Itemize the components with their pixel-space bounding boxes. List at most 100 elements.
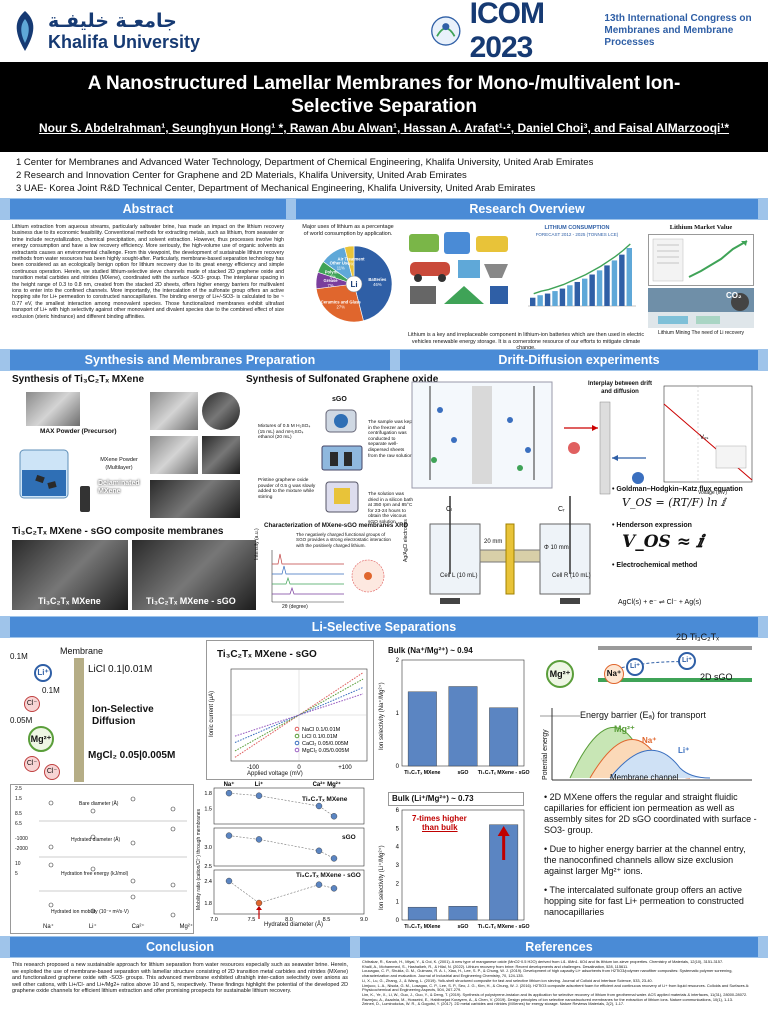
bar2-bar	[448, 906, 478, 921]
mob-ion-label: Na⁺	[224, 781, 235, 788]
gap-label: 20 mm	[484, 539, 503, 545]
mob-panel-frame	[213, 827, 365, 867]
mxene-powder-label: MXene Powder (Multilayer)	[100, 457, 138, 471]
twin-cell-setup	[429, 496, 591, 604]
ion-label-na: Na⁺	[43, 924, 54, 930]
bar1-bar	[448, 686, 478, 767]
mgcl-label: MgCl₂ 0.05|0.005M	[88, 750, 176, 761]
title-line-1: A Nanostructured Lamellar Membranes for …	[87, 73, 681, 94]
bar1-y-tick: 2	[396, 658, 400, 664]
li-conc-label: 0.1M	[10, 652, 28, 661]
drift-iv-xlabel: Voltage (mV)	[698, 490, 727, 496]
mob-y-tick: 2.4	[204, 879, 212, 885]
mob-arrow-icon	[256, 906, 262, 910]
bar2-y-tick: 2	[396, 881, 400, 887]
consumption-bar	[537, 295, 543, 306]
cr-label: Cᵣ	[558, 506, 565, 513]
khalifa-logo-icon	[8, 9, 42, 53]
pie-slice-value: 11%	[337, 266, 345, 271]
membrane-cell-schematic	[411, 381, 553, 489]
sem-mxene-label: Ti₃C₂Tₓ MXene	[38, 596, 101, 606]
affiliation-1: 1 Center for Membranes and Advanced Wate…	[16, 157, 594, 168]
consumption-bar	[596, 270, 603, 306]
cell-l-label: Cell L (10 mL)	[440, 573, 478, 579]
affiliation-2: 2 Research and Innovation Center for Gra…	[16, 170, 467, 181]
etching-beaker-icon	[14, 442, 74, 502]
drift-diffusion-diagram	[564, 401, 646, 495]
channel-schematic: 2D Ti₃C₂Tₓ 2D sGO Mg²⁺ Na⁺ Li⁺ Li⁺ Energ…	[540, 632, 762, 786]
pie-center	[345, 275, 363, 293]
ion-label-ca: Ca²⁺	[131, 924, 145, 930]
consumption-bar	[626, 248, 632, 306]
iv-legend-marker	[294, 733, 300, 739]
max-sem-image	[150, 392, 198, 430]
na-schema-icon: Na⁺	[604, 664, 624, 684]
bar1-bar	[407, 691, 437, 767]
bar1-y-tick: 0	[396, 764, 400, 770]
mob-point	[225, 877, 233, 885]
mob-x-tick: 8.0	[285, 917, 293, 923]
na-curve-label: Na⁺	[642, 736, 657, 745]
pie-slice	[353, 245, 393, 322]
reference-5: Limjuco, L. A., Nisola, G. M., Losagao, …	[362, 982, 750, 993]
mob-mx-label: Ti₃C₂Tₓ MXene	[302, 796, 348, 803]
cl-label: Cₗ	[446, 506, 453, 513]
mob-point	[315, 802, 323, 810]
pie-slice	[344, 245, 355, 285]
bulk1-title: Bulk (Na⁺/Mg²⁺) ~ 0.94	[388, 646, 473, 655]
xrd-title: Characterization of MXene-sGO membranes …	[264, 522, 409, 529]
mob-point	[225, 832, 233, 839]
bar2-y-tick: 4	[396, 845, 400, 851]
co2-label: CO₂	[726, 291, 742, 300]
overview-caption: Lithium is a key and irreplaceable compo…	[407, 332, 645, 351]
mob-series-line	[228, 792, 335, 817]
conference-subtitle-1: 13th International Congress on	[604, 13, 752, 24]
cl-ion-icon-2: Cl⁻	[24, 756, 40, 772]
ion-prop-xlabels: Na⁺ Li⁺ Ca²⁺ Mg²⁺	[43, 923, 193, 930]
mining-caption: Lithium Mining The need of Li recovery	[657, 330, 745, 336]
mxene-synthesis-title: Synthesis of Ti₃C₂Tₓ MXene	[12, 374, 145, 385]
vos-label: Vₒₛ	[700, 435, 709, 441]
author-list: Nour S. Abdelrahman¹, Seunghyun Hong¹ *,…	[38, 121, 730, 135]
mob-point	[315, 847, 323, 855]
abstract-heading: Abstract	[10, 199, 286, 219]
consumption-trend	[533, 243, 631, 295]
drift-figure: Interplay between drift and diffusion Vₒ…	[400, 372, 758, 616]
iv-legend-label: LiCl 0.1/0.01M	[302, 734, 338, 740]
reference-7: Razmjou, A., Asadnia, M., Hosseini, E., …	[362, 996, 733, 1002]
mob-x-tick: 8.5	[323, 917, 331, 923]
bulk2-title: Bulk (Li⁺/Mg²⁺) ~ 0.73	[392, 794, 474, 803]
consumption-bar	[619, 254, 625, 306]
ion-label-mg: Mg²⁺	[179, 924, 193, 930]
sem-mxene-image	[12, 540, 128, 610]
pie-slice-label: Polymer	[325, 269, 342, 274]
mob-point	[315, 881, 323, 888]
conference-name: ICOM 2023	[469, 0, 545, 64]
bar2-x-label: Ti₃C₂Tₓ MXene - sGO	[478, 924, 530, 930]
bar1-y-tick: 1	[396, 711, 400, 717]
consumption-bar	[530, 297, 536, 306]
mining-photo	[648, 288, 754, 328]
mob-point	[330, 813, 338, 820]
mobility-ylabel: Mobility ratio (cation/Cl⁻) through memb…	[196, 808, 202, 910]
iv-legend-marker	[294, 740, 300, 746]
cl-ion-icon-3: Cl⁻	[44, 764, 60, 780]
delaminated-sem-image	[150, 480, 240, 518]
sgo-synthesis-title: Synthesis of Sulfonated Graphene oxide	[246, 374, 439, 385]
pie-slice-value: 5%	[330, 274, 336, 279]
seven-times-line-2: than bulk	[422, 823, 458, 832]
reference-3: Loucagao, C. P., Shukla, G. M., Guimaro,…	[362, 968, 733, 979]
logo-arabic: جامعـة خليفـة	[48, 10, 177, 32]
potential-energy-label: Potential energy	[542, 729, 549, 780]
mob-panel-frame	[213, 787, 365, 825]
university-logo: جامعـة خليفـة Khalifa University	[8, 6, 218, 56]
bar2-x-label: Ti₃C₂Tₓ MXene	[404, 924, 440, 930]
bar2-y-tick: 6	[396, 808, 400, 814]
market-value-title: Lithium Market Value	[669, 224, 733, 231]
